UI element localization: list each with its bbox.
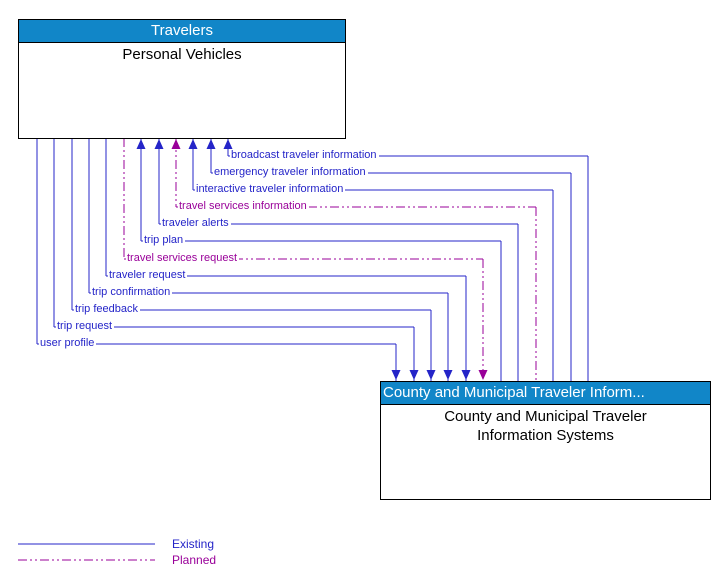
arrowhead-down-icon — [426, 370, 436, 380]
arrowhead-down-icon — [391, 370, 401, 380]
flow-travel-services-request[interactable] — [123, 138, 488, 381]
entity-title-personal-vehicles: Personal Vehicles — [122, 46, 242, 63]
flow-label-trip-request[interactable]: trip request — [56, 320, 115, 333]
entity-box-travelers[interactable]: Travelers Personal Vehicles — [18, 19, 346, 139]
flow-label-trip-confirmation[interactable]: trip confirmation — [91, 286, 173, 299]
flow-trip-plan[interactable] — [136, 138, 502, 381]
arrowhead-down-icon — [461, 370, 471, 380]
flow-label-trip-feedback[interactable]: trip feedback — [74, 303, 140, 316]
flow-label-interactive-traveler-information[interactable]: interactive traveler information — [195, 183, 346, 196]
flow-label-user-profile[interactable]: user profile — [39, 337, 97, 350]
entity-box-county-municipal-traveler-info[interactable]: County and Municipal Traveler Inform... … — [380, 381, 711, 500]
flow-label-traveler-alerts[interactable]: traveler alerts — [161, 217, 231, 230]
arrowhead-up-icon — [136, 139, 146, 149]
flow-label-traveler-request[interactable]: traveler request — [108, 269, 188, 282]
flow-user-profile[interactable] — [36, 138, 401, 381]
flow-travel-services-information[interactable] — [171, 138, 537, 381]
entity-header-county-municipal: County and Municipal Traveler Inform... — [381, 382, 710, 405]
entity-header-travelers: Travelers — [19, 20, 345, 43]
flow-label-travel-services-information[interactable]: travel services information — [178, 200, 309, 213]
legend-existing-label: Existing — [172, 537, 215, 551]
flow-label-emergency-traveler-information[interactable]: emergency traveler information — [213, 166, 368, 179]
arrowhead-down-icon — [443, 370, 453, 380]
arrowhead-down-icon — [478, 370, 488, 380]
arrowhead-up-icon — [171, 139, 181, 149]
arrowhead-up-icon — [206, 139, 216, 149]
flow-label-broadcast-traveler-information[interactable]: broadcast traveler information — [230, 149, 379, 162]
arrowhead-down-icon — [409, 370, 419, 380]
flow-label-trip-plan[interactable]: trip plan — [143, 234, 186, 247]
legend-planned-label: Planned — [172, 553, 217, 567]
arrowhead-up-icon — [223, 139, 233, 149]
flow-label-travel-services-request[interactable]: travel services request — [126, 252, 240, 265]
entity-title-county-municipal-traveler-information-systems: County and Municipal Traveler Informatio… — [444, 408, 647, 444]
arrowhead-up-icon — [188, 139, 198, 149]
arrowhead-up-icon — [154, 139, 164, 149]
